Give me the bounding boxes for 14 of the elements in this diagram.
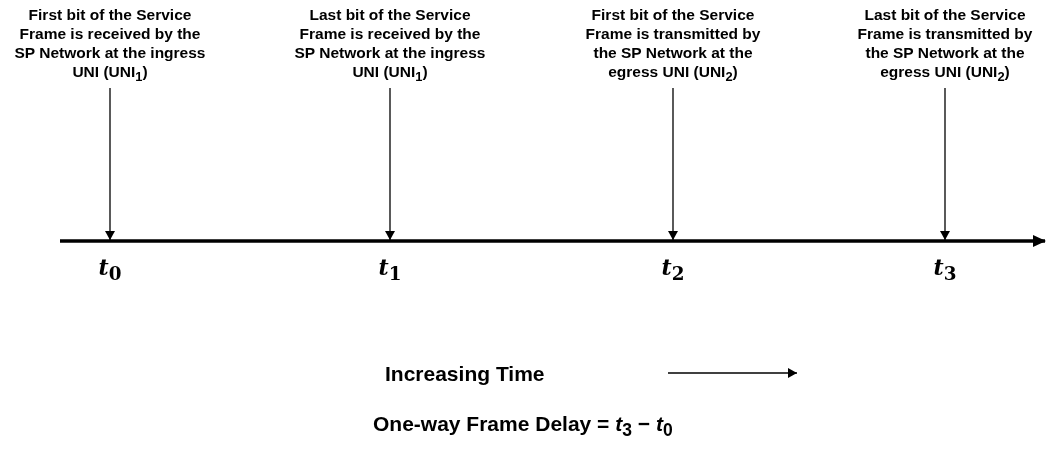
event-description: Last bit of the Service Frame is received by the SP Network at the ingress UNI (UNI$_{1}$) <box>290 5 490 87</box>
event-description: Last bit of the Service Frame is transmitted by the SP Network at the egress UNI (UNI$_{2}$) <box>845 5 1045 87</box>
time-label: t$_{0}$ <box>98 254 122 285</box>
time-label: t$_{2}$ <box>661 254 685 285</box>
arrow <box>385 87 395 241</box>
event-description: First bit of the Service Frame is received by the SP Network at the ingress UNI (UNI$_{1}$) <box>10 5 210 87</box>
event-description: First bit of the Service Frame is transmitted by the SP Network at the egress UNI (UNI$_{2}$) <box>573 5 773 87</box>
axis-caption: Increasing Time <box>385 362 545 386</box>
time-label: t$_{1}$ <box>378 254 402 285</box>
arrow <box>940 87 950 241</box>
arrow <box>668 87 678 241</box>
time-label: t$_{3}$ <box>933 254 957 285</box>
arrow <box>105 87 115 241</box>
formula: One-way Frame Delay = t$_{3}$ − t$_{0}$ <box>373 412 673 442</box>
